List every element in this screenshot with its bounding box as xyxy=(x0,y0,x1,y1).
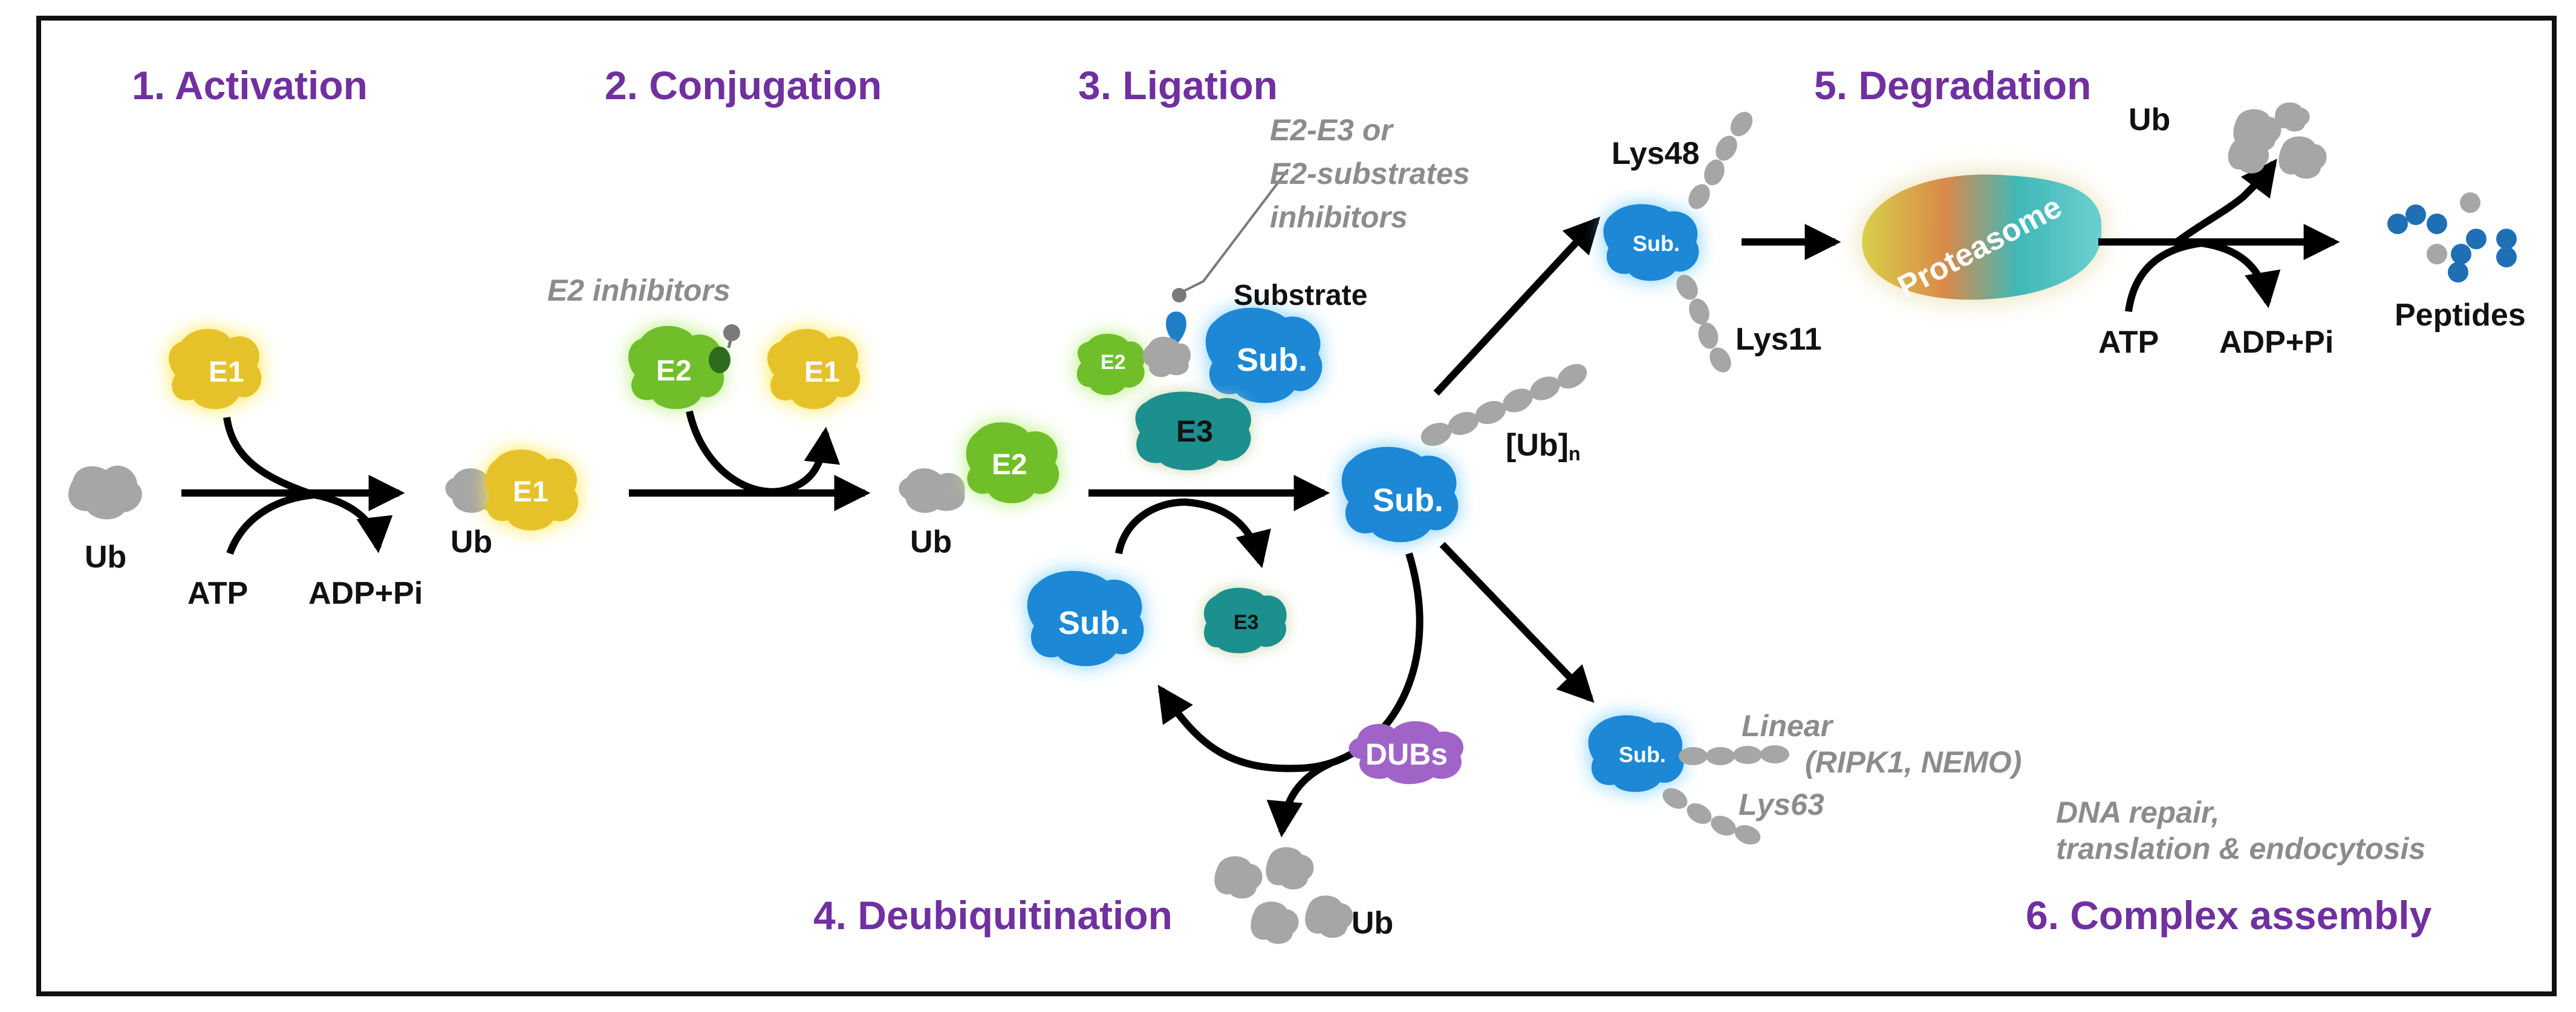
e2-e3-inhibitors-line3: inhibitors xyxy=(1270,200,1408,234)
e2-inhibitors-label: E2 inhibitors xyxy=(547,273,730,307)
lys48-label: Lys48 xyxy=(1612,136,1700,171)
ligation-release-curve xyxy=(1115,498,1271,569)
lys11-label: Lys11 xyxy=(1735,322,1822,357)
e3-label: E3 xyxy=(1176,414,1214,448)
ub-e2-complex-icon xyxy=(899,422,1059,513)
deubiquitination-return-arrow xyxy=(1157,552,1423,772)
linear-lys63-substrate-icon xyxy=(1588,715,1789,844)
sub-ubiquitinated-label: Sub. xyxy=(1373,482,1443,518)
sub-ligation-label: Sub. xyxy=(1237,342,1307,378)
stage-title-ligation: 3. Ligation xyxy=(1078,63,1278,108)
ub-release-curve xyxy=(1266,760,1332,838)
activation-atp-curve xyxy=(226,491,393,555)
linear-chain-icon xyxy=(1679,745,1789,765)
lys48-substrate-icon xyxy=(1603,111,1753,373)
ub-label-activation: Ub xyxy=(85,540,127,575)
linear-targets-label: (RIPK1, NEMO) xyxy=(1805,745,2022,779)
sub-lys48-label: Sub. xyxy=(1633,231,1680,256)
ub-gray-icon xyxy=(68,465,142,520)
adp-pi-label-degradation: ADP+Pi xyxy=(2219,325,2334,360)
e3-released-icon xyxy=(1203,587,1287,653)
atp-label-degradation: ATP xyxy=(2098,325,2159,360)
e1-label: E1 xyxy=(209,356,244,388)
ub-label-released: Ub xyxy=(1351,906,1394,941)
linear-label: Linear xyxy=(1742,709,1833,743)
to-degradation-arrow xyxy=(1433,216,1601,396)
lys63-label: Lys63 xyxy=(1738,788,1824,821)
activation-e1-curve xyxy=(223,417,310,497)
lys11-chain-icon xyxy=(1676,275,1731,373)
e2-e3-inhibitors-line2: E2-substrates xyxy=(1270,157,1470,191)
e3-released-label: E3 xyxy=(1234,611,1259,634)
stage-title-activation: 1. Activation xyxy=(132,63,368,108)
degradation-atp-curve xyxy=(2125,239,2281,312)
ub-e1-complex-icon xyxy=(445,449,579,530)
substrate-icon-free xyxy=(1027,570,1144,667)
substrate-icon-ligation xyxy=(1205,307,1322,403)
peptides-label: Peptides xyxy=(2395,298,2526,333)
e2-e3-inhibitors-line1: E2-E3 or xyxy=(1270,113,1393,147)
ub-label-degradation: Ub xyxy=(2129,102,2171,137)
e1-complex-label: E1 xyxy=(513,476,548,508)
adp-pi-label-activation: ADP+Pi xyxy=(308,576,423,611)
peptides-icon xyxy=(2387,192,2517,282)
lys48-chain-icon xyxy=(1688,111,1753,209)
stage-title-degradation: 5. Degradation xyxy=(1814,63,2092,108)
functions-line2: translation & endocytosis xyxy=(2056,832,2426,866)
lys63-chain-icon xyxy=(1662,788,1761,844)
sub-free-label: Sub. xyxy=(1058,605,1129,641)
outer-frame xyxy=(36,16,2557,996)
e3-ligase-icon xyxy=(1135,391,1251,471)
conjugation-release-curve xyxy=(686,410,841,495)
dubs-label: DUBs xyxy=(1365,737,1448,771)
e2-inhibitor-marker xyxy=(709,324,740,373)
e2-e3-inhibitor-pointer xyxy=(1166,168,1289,345)
e1-released-label: E1 xyxy=(804,356,840,388)
degradation-ub-release-curve xyxy=(2174,158,2277,245)
e1-released-icon xyxy=(767,328,860,410)
stage-title-deubiquitination: 4. Deubiquitination xyxy=(813,893,1173,938)
e2-small-icon xyxy=(1076,333,1145,396)
e2-complex-label: E2 xyxy=(992,449,1027,481)
recycled-ub-icon xyxy=(2228,102,2327,179)
e2-small-label: E2 xyxy=(1101,351,1126,374)
ubiquitinated-substrate-icon xyxy=(1341,364,1587,543)
released-ub-cluster-icon xyxy=(1214,847,1353,944)
ub-chain-label: [Ub]n xyxy=(1506,428,1581,465)
sub-linear-label: Sub. xyxy=(1619,742,1666,767)
substrate-label: Substrate xyxy=(1234,279,1368,312)
functions-line1: DNA repair, xyxy=(2056,795,2220,829)
ub-bridge-icon xyxy=(1142,336,1191,377)
ub-chain-icon xyxy=(1420,364,1587,446)
e1-enzyme-icon xyxy=(169,328,262,410)
e2-enzyme-icon xyxy=(628,325,724,410)
e2-label: E2 xyxy=(656,355,692,387)
atp-label-activation: ATP xyxy=(187,576,249,611)
ub-label-e2-complex: Ub xyxy=(910,524,952,560)
ub-label-e1-complex: Ub xyxy=(450,524,493,560)
dubs-cloud xyxy=(1348,721,1464,785)
to-complex-assembly-arrow xyxy=(1439,541,1595,703)
proteasome-icon xyxy=(1862,174,2102,300)
stage-title-complex-assembly: 6. Complex assembly xyxy=(2026,893,2432,938)
stage-title-conjugation: 2. Conjugation xyxy=(605,63,882,108)
